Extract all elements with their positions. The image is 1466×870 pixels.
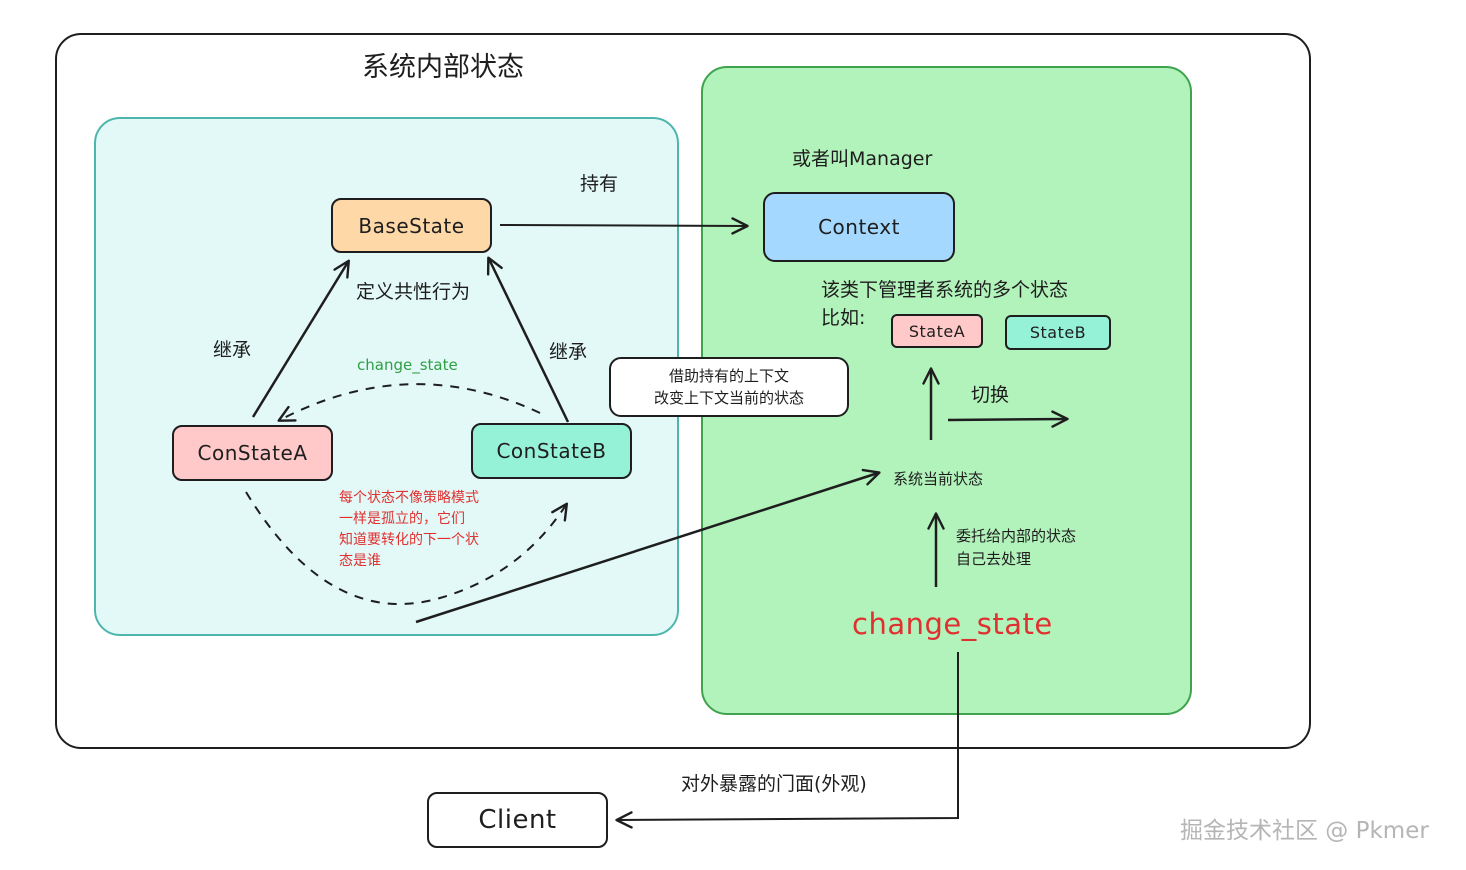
delegate-line-2: 自己去处理 [956,550,1032,568]
delegate-note: 委托给内部的状态 自己去处理 [956,525,1076,571]
switch-label: 切换 [971,384,1010,406]
manage-desc-label: 该类下管理者系统的多个状态 [821,279,1069,301]
red-note-line-4: 态是谁 [339,553,381,569]
switch-arrow [947,410,1069,428]
change-state-small-label: change_state [357,356,458,374]
inherit-arrow-b [486,256,570,423]
dashed-arrow-b-to-a [277,383,541,422]
borrow-context-arrow [415,468,881,624]
context-node: Context [763,192,955,262]
facade-arrow [615,652,959,829]
watermark: 掘金技术社区 @ Pkmer [1180,818,1429,844]
red-note: 每个状态不像策略模式 一样是孤立的，它们 知道要转化的下一个状 态是谁 [339,488,479,572]
inherit-left-label: 继承 [213,339,252,361]
state-b-node: StateB [1005,315,1111,350]
inherit-right-label: 继承 [549,341,588,363]
red-note-line-1: 每个状态不像策略模式 [339,490,479,506]
inherit-arrow-a [251,259,350,418]
state-a-node: StateA [891,314,983,348]
define-common-label: 定义共性行为 [356,281,471,303]
red-note-line-3: 知道要转化的下一个状 [339,532,479,548]
hold-label: 持有 [580,173,619,195]
client-node: Client [427,792,608,848]
con-state-b-node: ConStateB [471,423,632,479]
borrow-context-line-1: 借助持有的上下文 [668,366,789,385]
current-state-label: 系统当前状态 [893,470,984,488]
system-boundary [55,33,1311,749]
for-example-label: 比如: [821,307,866,329]
borrow-context-line-2: 改变上下文当前的状态 [653,389,804,407]
con-state-a-node: ConStateA [172,425,333,481]
delegate-line-1: 委托给内部的状态 [956,527,1077,545]
change-state-method-label: change_state [852,607,1053,641]
facade-label: 对外暴露的门面(外观) [681,773,867,795]
system-label: 系统内部状态 [362,52,524,83]
dashed-arrow-a-to-b [245,491,569,605]
red-note-line-2: 一样是孤立的，它们 [339,511,465,527]
borrow-context-note: 借助持有的上下文 改变上下文当前的状态 [609,357,849,417]
base-state-node: BaseState [331,198,492,253]
or-manager-label: 或者叫Manager [792,148,933,170]
hold-arrow [499,217,749,235]
